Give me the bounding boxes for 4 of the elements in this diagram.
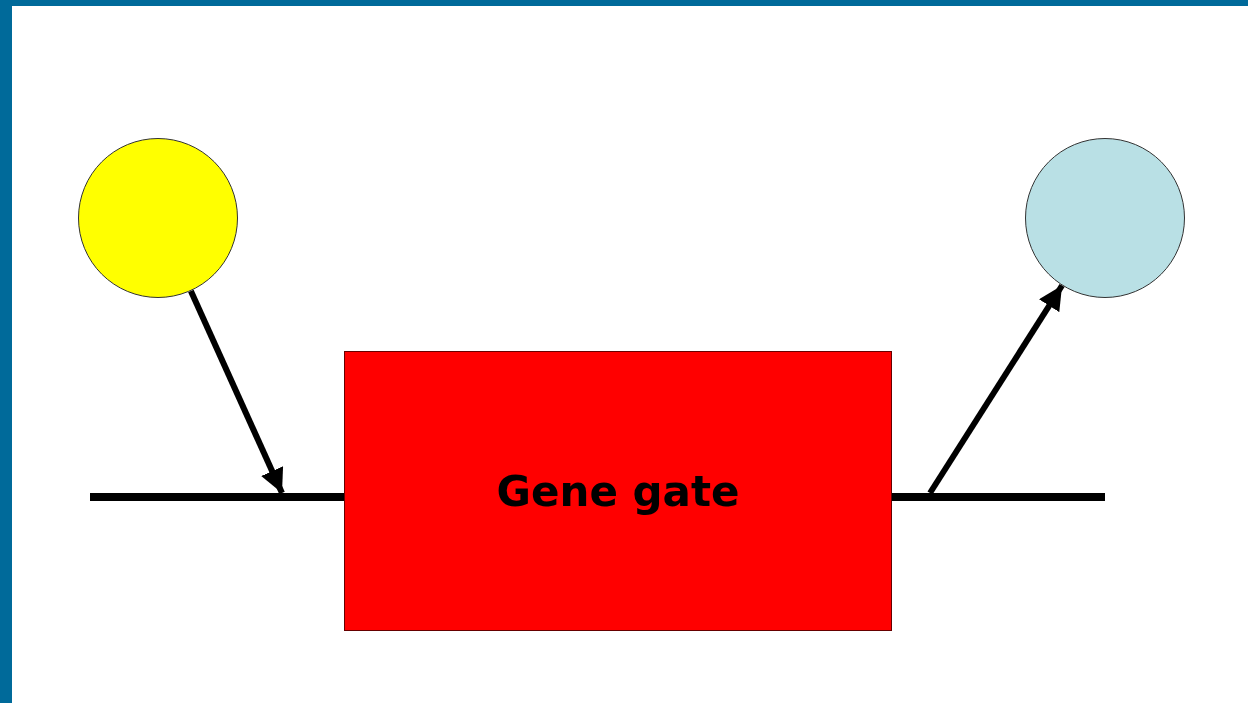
- box-label: Gene gate: [496, 466, 740, 516]
- gene-gate-box: [344, 351, 892, 631]
- arrow: [188, 289, 285, 495]
- arrow: [927, 283, 1065, 495]
